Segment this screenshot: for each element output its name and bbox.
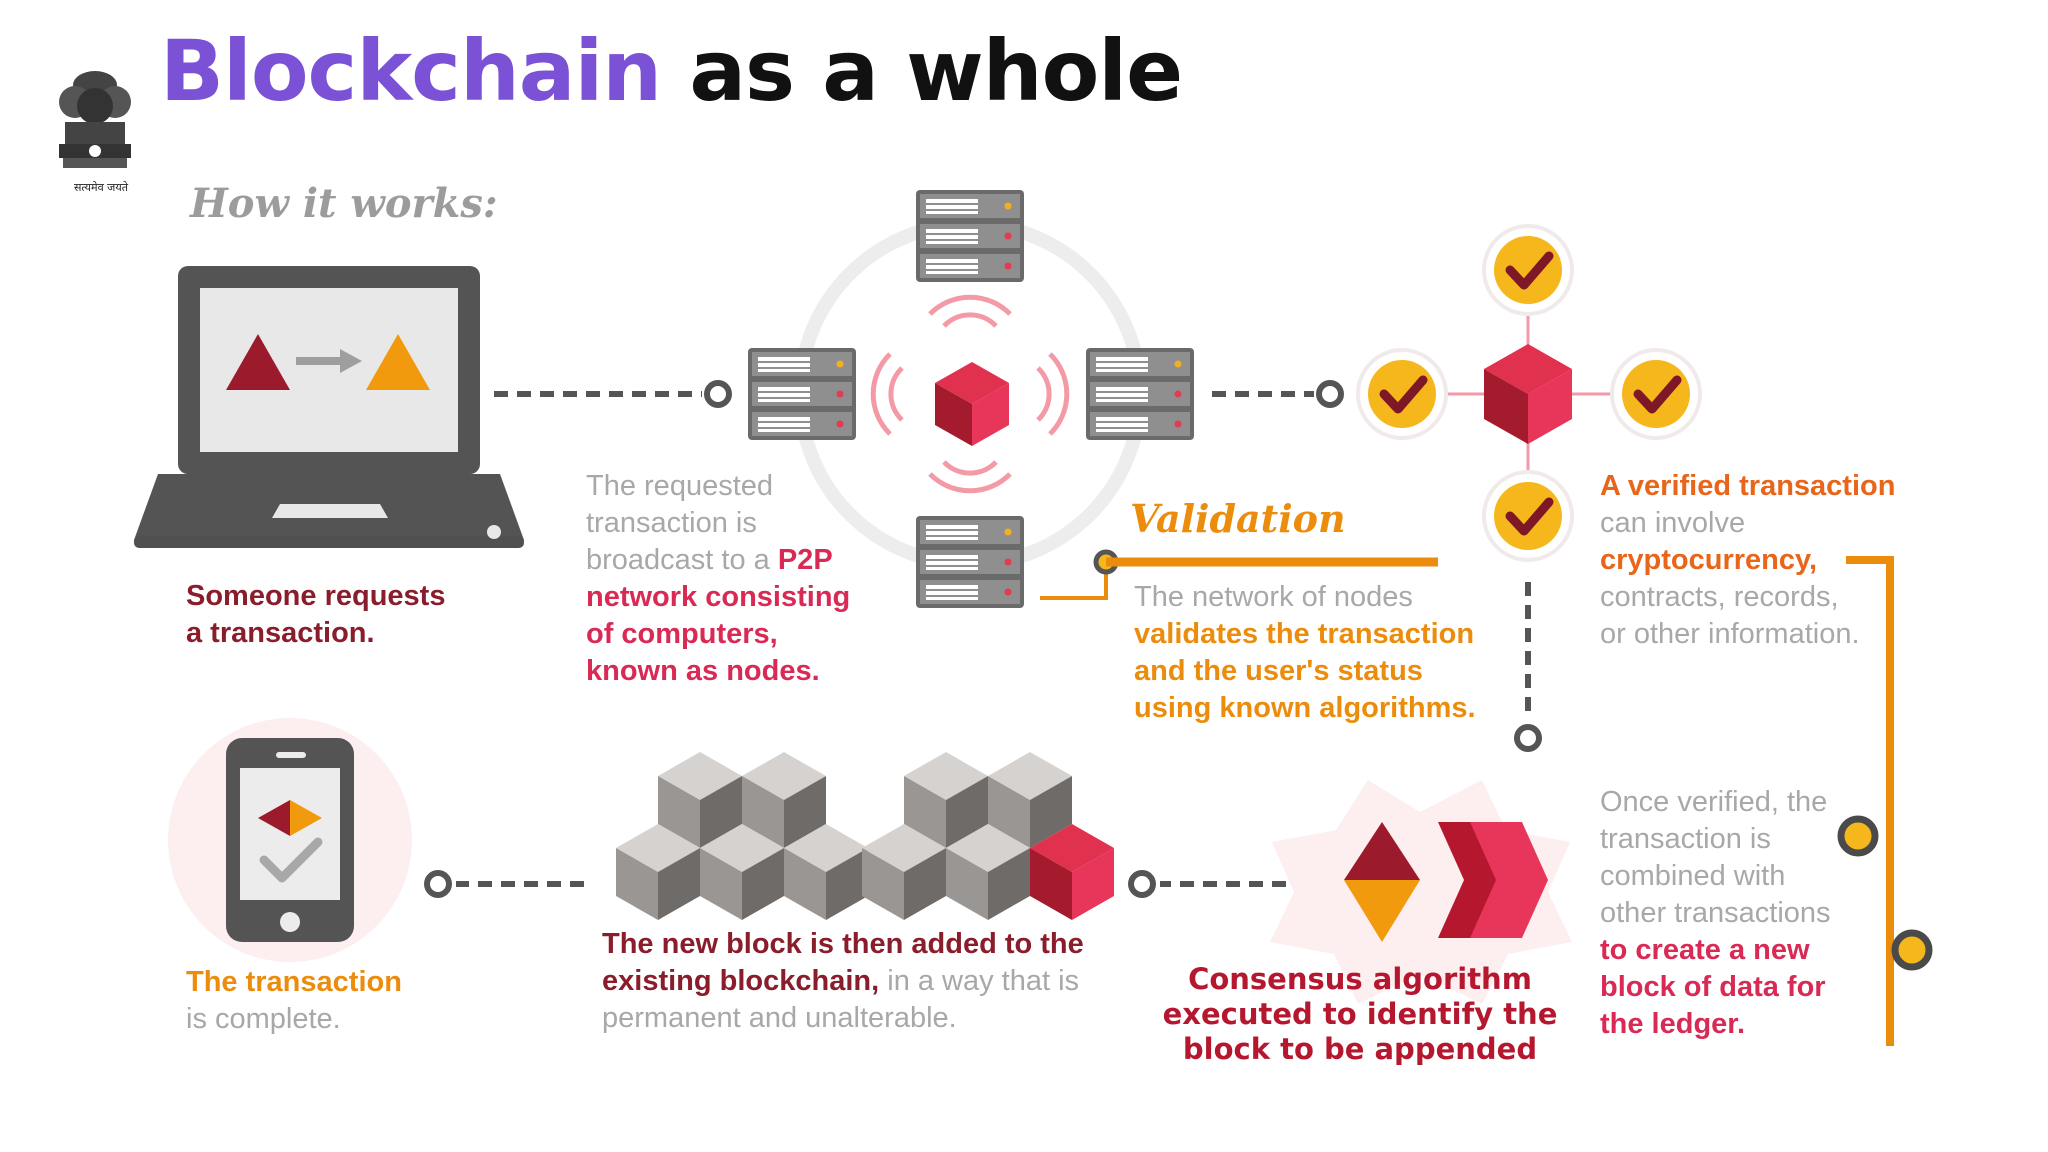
check-circle-icon xyxy=(1612,350,1700,438)
consensus-arrows-icon xyxy=(1270,780,1572,1004)
check-circle-icon xyxy=(1358,350,1446,438)
title-rest: as a whole xyxy=(689,22,1183,120)
node-network xyxy=(748,190,1194,608)
step-broadcast-text: The requested transaction is broadcast t… xyxy=(586,470,851,687)
how-it-works-heading: How it works: xyxy=(190,180,498,227)
red-cube-icon xyxy=(1030,824,1114,920)
national-emblem-icon xyxy=(59,71,131,168)
red-cube-icon xyxy=(935,362,1009,446)
server-icon xyxy=(1086,348,1194,440)
check-circle-icon xyxy=(1484,226,1572,314)
emblem-caption: सत्यमेव जयते xyxy=(73,181,128,194)
validation-text: The network of nodes validates the trans… xyxy=(1134,581,1476,724)
title-accent: Blockchain xyxy=(160,22,662,120)
page-title: Blockchain as a whole xyxy=(160,22,1183,120)
verified-cluster xyxy=(1358,226,1700,560)
step-added-text: The new block is then added to the exist… xyxy=(602,928,1084,1034)
red-cube-icon xyxy=(1484,344,1572,444)
step-combined-text: Once verified, the transaction is combin… xyxy=(1600,786,1831,1040)
check-circle-icon xyxy=(1484,472,1572,560)
step-request-text: Someone requests a transaction. xyxy=(186,580,446,649)
step-verified-text: A verified transaction can involve crypt… xyxy=(1600,470,1896,650)
validation-heading: Validation xyxy=(1130,496,1346,541)
step-complete-text: The transaction is complete. xyxy=(186,966,402,1035)
server-icon xyxy=(916,190,1024,282)
blockchain-cubes xyxy=(616,752,1114,920)
server-icon xyxy=(748,348,856,440)
server-icon xyxy=(916,516,1024,608)
laptop-icon xyxy=(134,266,524,548)
consensus-text: Consensus algorithm executed to identify… xyxy=(1162,962,1558,1066)
smartphone-icon xyxy=(168,718,412,962)
